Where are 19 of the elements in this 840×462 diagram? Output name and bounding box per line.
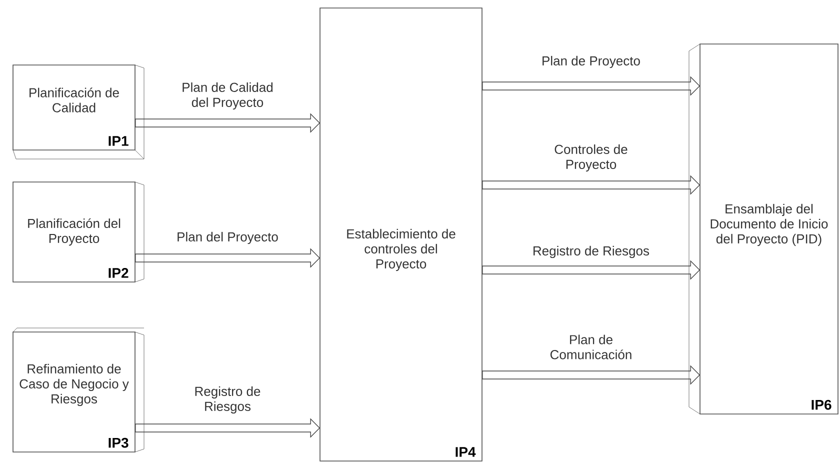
edge-label: Controles de Proyecto <box>554 144 628 172</box>
block-arrow <box>482 76 700 96</box>
block-arrow <box>135 248 320 268</box>
process-box: Planificación del Proyecto IP2 <box>12 182 144 282</box>
process-box: Ensamblaje del Documento de Inicio del Proyecto (PID) IP6 <box>688 44 838 414</box>
process-box: Planificación de Calidad IP1 <box>12 64 144 160</box>
block-arrow <box>135 113 320 133</box>
edge-label: Plan de Calidad del Proyecto <box>182 82 273 110</box>
edge-label: Registro de Riesgos <box>534 246 650 258</box>
edge-label: Plan de Comunicación <box>550 334 632 360</box>
block-arrow <box>482 175 700 195</box>
process-box: Refinamiento de Caso de Negocio y Riesgos IP3 <box>12 328 144 452</box>
edge-label: Plan de Proyecto <box>542 56 640 68</box>
block-arrow <box>482 365 700 385</box>
process-box: Establecimiento de controles del Proyecto IP4 <box>320 8 482 462</box>
edge-label: Registro de Riesgos <box>195 386 260 414</box>
block-arrow <box>135 418 320 438</box>
block-arrow <box>482 260 700 280</box>
edge-label: Plan del Proyecto <box>178 232 278 244</box>
